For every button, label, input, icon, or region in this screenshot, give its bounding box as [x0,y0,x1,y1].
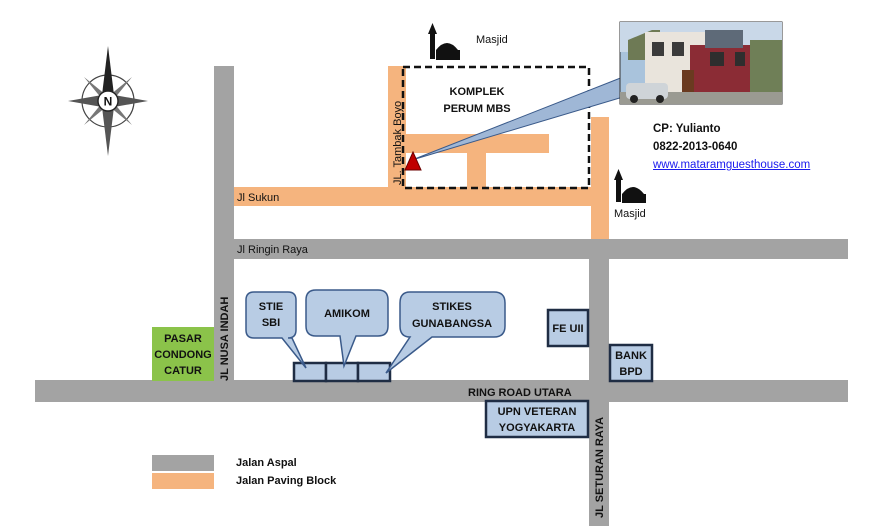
road-ring-road-utara [35,380,848,402]
road-label-sukun: Jl Sukun [237,192,279,204]
legend-paving-swatch [152,473,214,489]
road-tambak-boyo [388,66,406,187]
road-label-tambak-boyo: JL. Tambak Boyo [392,101,404,185]
contact-phone: 0822-2013-0640 [653,141,738,153]
fe-uii-label: FE UII [552,323,583,335]
road-label-ring-road: RING ROAD UTARA [468,387,572,399]
road-nusa-indah [214,66,234,402]
pasar-label-line3: CATUR [164,365,202,377]
upn-label-line2: YOGYAKARTA [499,422,575,434]
compass-rose-icon: N [68,46,148,156]
bank-label-line1: BANK [615,350,647,362]
road-masjid-right [591,117,609,239]
website-link[interactable]: www.mataramguesthouse.com [653,159,811,171]
campus-blocks [292,361,392,383]
compass-north-label: N [104,95,113,109]
fe-uii-building [546,308,590,348]
legend-aspal-label: Jalan Aspal [236,457,297,469]
road-label-nusa-indah: JL NUSA INDAH [219,297,231,381]
stikes-callout [385,291,506,374]
stikes-label-line1: STIKES [432,301,472,313]
asphalt-roads [35,66,848,526]
stie-label-line2: SBI [262,317,280,329]
upn-label-line1: UPN VETERAN [498,406,577,418]
stie-label-line1: STIE [259,301,283,313]
stikes-label-line2: GUNABANGSA [412,318,492,330]
stie-sbi-callout [245,291,307,369]
road-label-ringin: Jl Ringin Raya [237,244,309,256]
road-ringin-raya [234,239,848,259]
location-marker-icon [404,150,422,171]
amikom-callout [305,289,389,369]
guesthouse-photo [619,21,783,105]
upn-veteran-building [484,399,590,439]
masjid-right-label: Masjid [614,208,646,220]
pasar-condong-catur [152,327,214,381]
bank-bpd-building [608,343,654,383]
road-seturan-raya [589,259,609,526]
amikom-label: AMIKOM [324,308,370,320]
komplek-boundary [401,65,591,190]
pasar-label-line1: PASAR [164,333,202,345]
contact-person: CP: Yulianto [653,123,721,135]
road-label-seturan: JL SETURAN RAYA [594,417,606,518]
paving-roads [234,66,609,239]
road-sukun [234,187,608,206]
bank-label-line2: BPD [619,366,642,378]
masjid-top-label: Masjid [476,34,508,46]
pasar-label-line2: CONDONG [154,349,211,361]
mosque-icon [614,169,646,203]
komplek-label-line2: PERUM MBS [443,103,510,115]
contact-info: CP: Yulianto 0822-2013-0640 www.mataramg… [653,120,810,174]
road-komplek-vertical [467,153,486,187]
legend-paving-label: Jalan Paving Block [236,475,337,487]
komplek-label-line1: KOMPLEK [450,86,505,98]
legend-aspal-swatch [152,455,214,471]
mosque-icon [428,23,460,60]
